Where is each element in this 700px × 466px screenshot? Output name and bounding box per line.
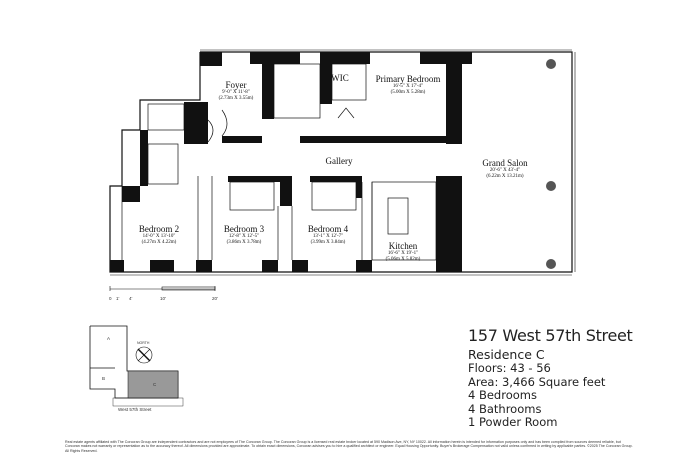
street-label: West 57th Street [118, 407, 152, 412]
room-name: Gallery [325, 156, 353, 166]
north-arrow-label: NORTH [137, 341, 150, 345]
scale-label: 4' [129, 296, 133, 301]
room-dimensions-metric: (5.00m X 5.28m) [390, 90, 426, 96]
room-label-kitchen: Kitchen 16'-6" X 19'-1" (5.06m X 5.82m) [386, 241, 421, 263]
bathrooms-label: 4 Bathrooms [468, 401, 542, 416]
room-label-gallery: Gallery [326, 156, 353, 166]
room-label-wic: WIC [331, 73, 349, 83]
column-marker [546, 181, 556, 191]
floors-label: Floors: 43 - 56 [468, 361, 551, 375]
column-marker [546, 259, 556, 269]
room-name: Grand Salon [482, 158, 528, 168]
room-dimensions: 13'-1" X 12'-7" [312, 234, 344, 240]
room-name: WIC [331, 73, 349, 83]
key-plan-unit-label: C [153, 382, 157, 387]
room-name: Kitchen [388, 241, 418, 251]
interior-partitions [121, 63, 437, 261]
key-plan-unit-label: A [107, 336, 111, 341]
room-name: Foyer [225, 80, 247, 90]
room-name: Bedroom 2 [138, 224, 180, 234]
room-label-bedroom-4: Bedroom 4 13'-1" X 12'-7" (3.99m X 3.84m… [308, 224, 348, 246]
residence-label: Residence C [468, 347, 545, 362]
area-label: Area: 3,466 Square feet [468, 374, 606, 389]
scale-label: 20' [212, 296, 218, 301]
scale-label: 1' [116, 296, 120, 301]
scale-bar [109, 286, 216, 291]
scale-label: 10' [160, 296, 166, 301]
room-name: Bedroom 4 [307, 224, 349, 234]
room-dimensions: 12'-8" X 12'-5" [228, 234, 260, 240]
room-dimensions-metric: (5.06m X 5.82m) [385, 257, 421, 263]
columns [546, 59, 556, 269]
room-dimensions-metric: (6.22m X 13.21m) [486, 174, 524, 180]
room-dimensions-metric: (3.86m X 3.78m) [226, 240, 262, 246]
column-marker [546, 59, 556, 69]
room-dimensions-metric: (2.73m X 3.55m) [218, 96, 254, 102]
key-plan [89, 325, 184, 407]
scale-label: 0 [109, 296, 112, 301]
room-dimensions: 16'-6" X 19'-1" [387, 251, 419, 257]
room-dimensions: 16'-5" X 17'-4" [392, 84, 424, 90]
room-dimensions-metric: (3.99m X 3.84m) [310, 240, 346, 246]
room-label-grand-salon: Grand Salon 20'-6" X 43'-4" (6.22m X 13.… [482, 158, 527, 180]
room-label-bedroom-3: Bedroom 3 12'-8" X 12'-5" (3.86m X 3.78m… [224, 224, 264, 246]
powder-room-label: 1 Powder Room [468, 415, 558, 429]
room-dimensions: 14'-0" X 13'-10" [142, 234, 176, 240]
listing-title: 157 West 57th Street [468, 326, 633, 345]
room-dimensions: 20'-6" X 43'-4" [489, 168, 521, 174]
room-dimensions: 9'-0" X 11'-8" [222, 90, 250, 96]
room-label-primary-bedroom: Primary Bedroom 16'-5" X 17'-4" (5.00m X… [376, 74, 441, 96]
structural-walls [110, 52, 472, 272]
room-label-bedroom-2: Bedroom 2 14'-0" X 13'-10" (4.27m X 4.22… [139, 224, 179, 246]
room-dimensions-metric: (4.27m X 4.22m) [141, 240, 177, 246]
legal-disclaimer: Real estate agents affiliated with The C… [65, 440, 633, 453]
room-name: Bedroom 3 [223, 224, 265, 234]
room-name: Primary Bedroom [375, 74, 441, 84]
bedrooms-label: 4 Bedrooms [468, 388, 537, 402]
listing-info: 157 West 57th Street Residence C Floors:… [468, 326, 633, 430]
key-plan-unit-label: B [102, 376, 106, 381]
room-label-foyer: Foyer 9'-0" X 11'-8" (2.73m X 3.55m) [219, 80, 254, 102]
